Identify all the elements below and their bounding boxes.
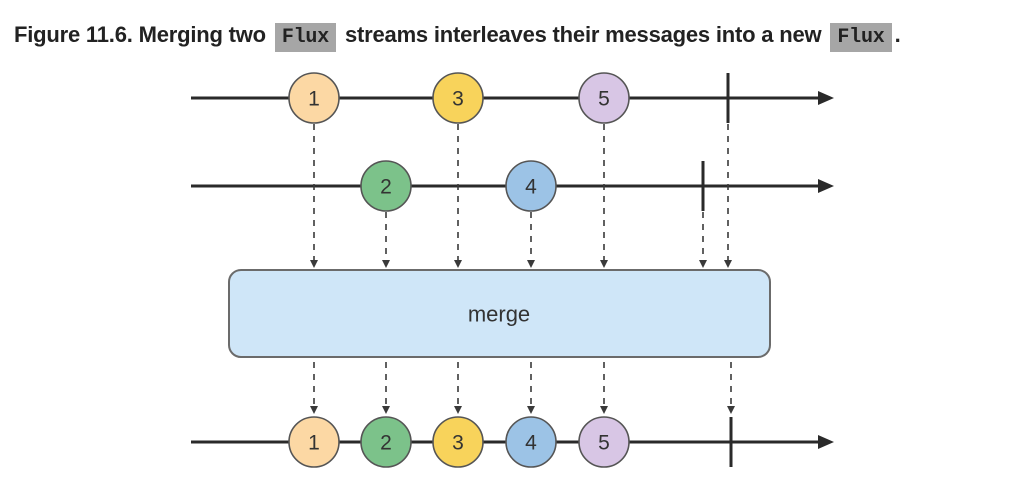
marble-label: 2 xyxy=(380,432,392,455)
marble-circle xyxy=(578,416,630,468)
output-connectors xyxy=(310,362,735,414)
marble-circle xyxy=(360,416,412,468)
input1-marble-3: 3 xyxy=(432,72,484,124)
marble-label: 3 xyxy=(452,88,464,111)
input2-marble-2: 2 xyxy=(360,160,412,212)
output-marble-5: 5 xyxy=(578,416,630,468)
connector-2-out-arrow xyxy=(382,406,390,414)
marble-circle xyxy=(505,416,557,468)
marble-label: 1 xyxy=(308,88,320,111)
figure-caption: Figure 11.6. Merging two Flux streams in… xyxy=(14,22,901,52)
marble-label: 2 xyxy=(380,176,392,199)
marble-label: 5 xyxy=(598,432,610,455)
connector-5-in-arrow xyxy=(600,260,608,268)
marble-circle xyxy=(360,160,412,212)
connector-3-out-arrow xyxy=(454,406,462,414)
merge-operator-label: merge xyxy=(468,302,530,327)
marble-circle xyxy=(578,72,630,124)
caption-middle: streams interleaves their messages into … xyxy=(344,22,822,47)
merge-operator-box xyxy=(228,269,771,358)
marble-circle xyxy=(288,72,340,124)
input1-marble-1: 1 xyxy=(288,72,340,124)
input2-marble-4: 4 xyxy=(505,160,557,212)
marble-label: 5 xyxy=(598,88,610,111)
input-connectors xyxy=(310,124,732,268)
connector-4-in-arrow xyxy=(527,260,535,268)
marble-circle xyxy=(288,416,340,468)
input2-arrowhead xyxy=(818,179,834,193)
marble-label: 1 xyxy=(308,432,320,455)
caption-suffix: . xyxy=(894,22,901,47)
connector-3-in-arrow xyxy=(454,260,462,268)
input1-marble-5: 5 xyxy=(578,72,630,124)
caption-code-flux-1: Flux xyxy=(274,23,337,52)
marble-circle xyxy=(505,160,557,212)
connector-complete1-in-arrow xyxy=(724,260,732,268)
marble-label: 4 xyxy=(525,432,537,455)
marble-circle xyxy=(432,416,484,468)
output-marble-1: 1 xyxy=(288,416,340,468)
output-marble-4: 4 xyxy=(505,416,557,468)
connector-5-out-arrow xyxy=(600,406,608,414)
connector-1-out-arrow xyxy=(310,406,318,414)
output-arrowhead xyxy=(818,435,834,449)
output-marble-2: 2 xyxy=(360,416,412,468)
connector-1-in-arrow xyxy=(310,260,318,268)
marble-label: 3 xyxy=(452,432,464,455)
caption-prefix: Figure 11.6. Merging two xyxy=(14,22,266,47)
connector-complete-out-arrow xyxy=(727,406,735,414)
connector-4-out-arrow xyxy=(527,406,535,414)
marble-circle xyxy=(432,72,484,124)
input1-arrowhead xyxy=(818,91,834,105)
marble-label: 4 xyxy=(525,176,537,199)
connector-2-in-arrow xyxy=(382,260,390,268)
connector-complete2-in-arrow xyxy=(699,260,707,268)
output-marble-3: 3 xyxy=(432,416,484,468)
caption-code-flux-2: Flux xyxy=(830,23,892,52)
